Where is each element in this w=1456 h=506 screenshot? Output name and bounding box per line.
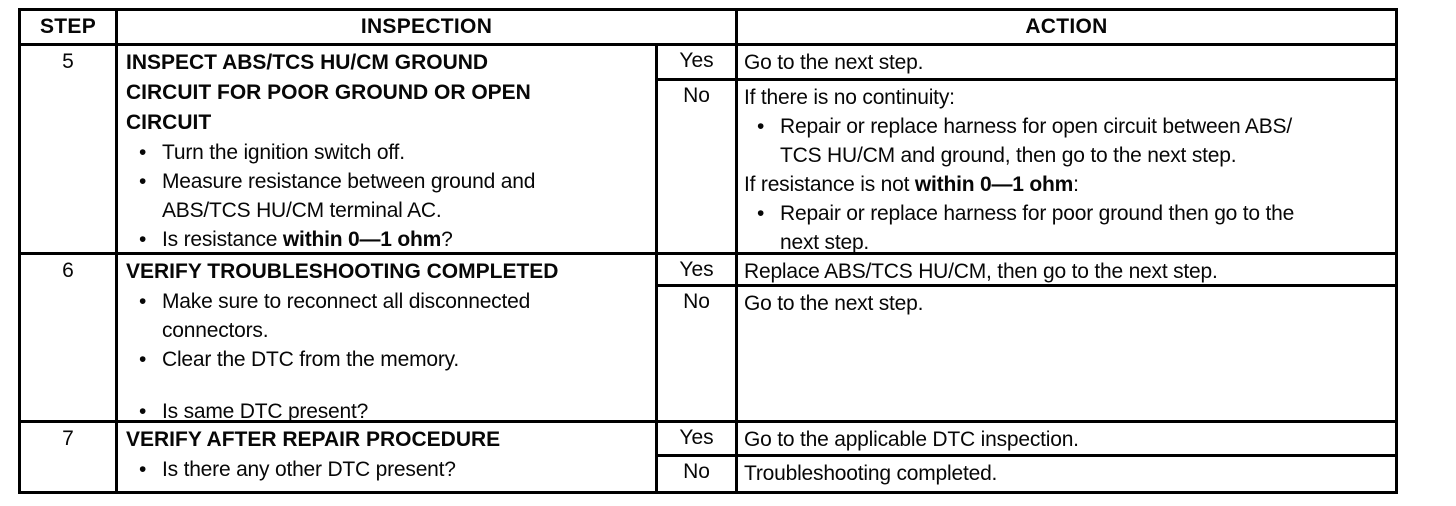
line-text: Repair or replace harness for open circu… xyxy=(780,115,1292,138)
line-text-bold: within 0—1 ohm xyxy=(282,228,442,251)
yes-label: Yes xyxy=(658,255,738,284)
result-cells: Yes Replace ABS/TCS HU/CM, then go to th… xyxy=(658,255,1395,420)
action-cell: Replace ABS/TCS HU/CM, then go to the ne… xyxy=(738,255,1395,284)
action-line: If resistance is not within 0—1 ohm: xyxy=(744,170,1391,199)
step-number: 7 xyxy=(21,423,118,491)
line-text: Is same DTC present? xyxy=(162,400,369,420)
line-text: TCS HU/CM and ground, then go to the nex… xyxy=(780,144,1237,167)
table-row-step-6: 6 VERIFY TROUBLESHOOTING COMPLETED • Make… xyxy=(21,255,1395,423)
yes-label: Yes xyxy=(658,423,738,454)
table-row-step-5: 5 INSPECT ABS/TCS HU/CM GROUND CIRCUIT F… xyxy=(21,46,1395,255)
no-branch: No Go to the next step. xyxy=(658,287,1395,420)
bullet-icon: • xyxy=(139,290,147,313)
yes-label: Yes xyxy=(658,46,738,78)
no-label: No xyxy=(658,457,738,491)
action-line: Troubleshooting completed. xyxy=(744,459,1391,488)
step-number: 6 xyxy=(21,255,118,420)
continuation-line: next step. xyxy=(744,228,1391,252)
troubleshooting-table: STEP INSPECTION ACTION 5 INSPECT ABS/TCS… xyxy=(18,8,1398,494)
bullet-line: • Clear the DTC from the memory. xyxy=(126,345,651,374)
inspection-cell: INSPECT ABS/TCS HU/CM GROUND CIRCUIT FOR… xyxy=(118,46,658,252)
bullet-line: • Repair or replace harness for open circ… xyxy=(744,112,1391,141)
bullet-line: • Turn the ignition switch off. xyxy=(126,138,651,167)
line-text: : xyxy=(1073,173,1079,196)
no-label: No xyxy=(658,287,738,420)
line-text: Is resistance xyxy=(162,228,283,251)
result-cells: Yes Go to the applicable DTC inspection.… xyxy=(658,423,1395,491)
line-text: Make sure to reconnect all disconnected xyxy=(162,290,531,313)
continuation-line: ABS/TCS HU/CM terminal AC. xyxy=(126,196,651,225)
inspection-cell: VERIFY AFTER REPAIR PROCEDURE • Is there … xyxy=(118,423,658,491)
no-branch: No If there is no continuity: • Repair or… xyxy=(658,81,1395,252)
action-cell: Go to the next step. xyxy=(738,287,1395,420)
action-line: Go to the next step. xyxy=(744,48,1391,77)
header-action: ACTION xyxy=(1025,15,1108,38)
action-line: Go to the applicable DTC inspection. xyxy=(744,425,1391,454)
yes-branch: Yes Go to the next step. xyxy=(658,46,1395,81)
action-cell: Go to the applicable DTC inspection. xyxy=(738,423,1395,454)
table-row-step-7: 7 VERIFY AFTER REPAIR PROCEDURE • Is ther… xyxy=(21,423,1395,491)
bullet-line: • Is there any other DTC present? xyxy=(126,455,651,484)
line-text: If resistance is not xyxy=(744,173,915,196)
action-line: If there is no continuity: xyxy=(744,83,1391,112)
header-inspection: INSPECTION xyxy=(118,11,738,43)
line-text-bold: within 0—1 ohm xyxy=(914,173,1074,196)
no-label: No xyxy=(658,81,738,252)
line-text: connectors. xyxy=(162,319,269,342)
inspection-cell: VERIFY TROUBLESHOOTING COMPLETED • Make s… xyxy=(118,255,658,420)
line-text: Measure resistance between ground and xyxy=(162,170,536,193)
line-text: Go to the next step. xyxy=(744,51,924,74)
action-cell: Troubleshooting completed. xyxy=(738,457,1395,491)
line-text: If there is no continuity: xyxy=(744,86,955,109)
line-text: Is there any other DTC present? xyxy=(162,458,456,481)
line-text: Replace ABS/TCS HU/CM, then go to the ne… xyxy=(744,260,1218,283)
inspection-title-line: CIRCUIT FOR POOR GROUND OR OPEN xyxy=(126,81,531,104)
inspection-title-line: CIRCUIT xyxy=(126,111,212,134)
bullet-line: • Make sure to reconnect all disconnected xyxy=(126,287,651,316)
bullet-line: • Repair or replace harness for poor grou… xyxy=(744,199,1391,228)
bullet-line: • Is resistance within 0—1 ohm? xyxy=(126,225,651,252)
bullet-line: • Measure resistance between ground and xyxy=(126,167,651,196)
line-text: next step. xyxy=(780,231,870,252)
yes-branch: Yes Go to the applicable DTC inspection. xyxy=(658,423,1395,457)
bullet-icon: • xyxy=(757,202,765,225)
inspection-title-line: INSPECT ABS/TCS HU/CM GROUND xyxy=(126,51,489,74)
action-line: Go to the next step. xyxy=(744,289,1391,318)
bullet-line: • Is same DTC present? xyxy=(126,397,651,420)
action-line: Replace ABS/TCS HU/CM, then go to the ne… xyxy=(744,257,1391,284)
line-text: Go to the applicable DTC inspection. xyxy=(744,428,1079,451)
line-text: Troubleshooting completed. xyxy=(744,462,998,485)
bullet-icon: • xyxy=(139,348,147,371)
line-text: Repair or replace harness for poor groun… xyxy=(780,202,1295,225)
bullet-icon: • xyxy=(139,228,147,251)
line-text: Clear the DTC from the memory. xyxy=(162,348,460,371)
inspection-title-line: VERIFY TROUBLESHOOTING COMPLETED xyxy=(126,260,559,283)
line-text: Turn the ignition switch off. xyxy=(162,141,405,164)
continuation-line: connectors. xyxy=(126,316,651,345)
table-header-row: STEP INSPECTION ACTION xyxy=(21,11,1395,46)
result-cells: Yes Go to the next step. No If there is … xyxy=(658,46,1395,252)
continuation-line: TCS HU/CM and ground, then go to the nex… xyxy=(744,141,1391,170)
bullet-icon: • xyxy=(139,141,147,164)
bullet-icon: • xyxy=(757,115,765,138)
line-text: ? xyxy=(441,228,453,251)
header-step: STEP xyxy=(21,11,118,43)
step-number: 5 xyxy=(21,46,118,252)
bullet-icon: • xyxy=(139,400,147,420)
yes-branch: Yes Replace ABS/TCS HU/CM, then go to th… xyxy=(658,255,1395,287)
line-text: Go to the next step. xyxy=(744,292,924,315)
action-cell: Go to the next step. xyxy=(738,46,1395,78)
bullet-icon: • xyxy=(139,458,147,481)
line-text: ABS/TCS HU/CM terminal AC. xyxy=(162,199,442,222)
bullet-icon: • xyxy=(139,170,147,193)
inspection-title-line: VERIFY AFTER REPAIR PROCEDURE xyxy=(126,428,501,451)
no-branch: No Troubleshooting completed. xyxy=(658,457,1395,491)
action-cell: If there is no continuity: • Repair or re… xyxy=(738,81,1395,252)
